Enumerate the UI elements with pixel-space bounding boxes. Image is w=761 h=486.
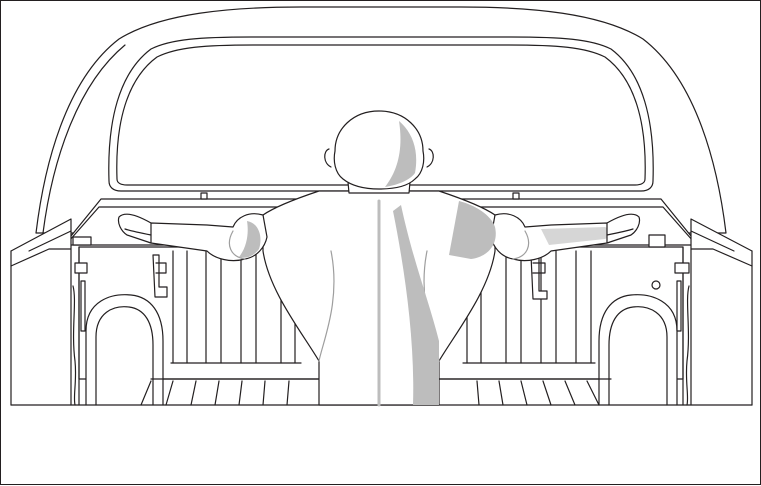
illustration-frame bbox=[0, 0, 761, 485]
truck-bed-illustration bbox=[1, 1, 761, 486]
